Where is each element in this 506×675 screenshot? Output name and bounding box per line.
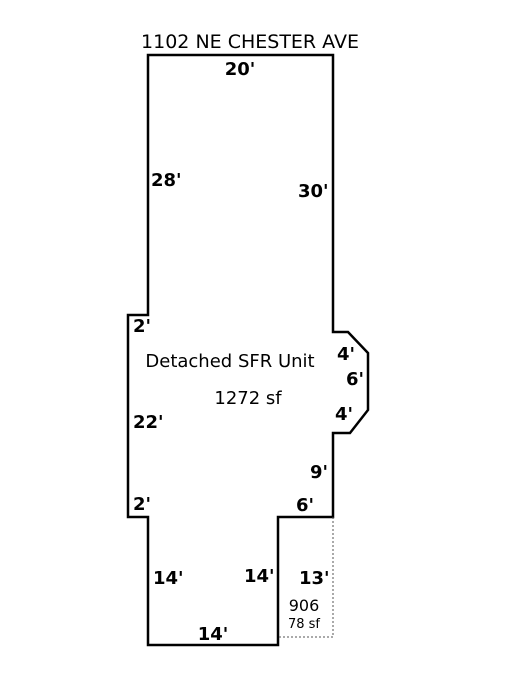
dim-bay-side: 6' (346, 369, 364, 390)
small-area-size: 78 sf (288, 617, 320, 632)
dim-left-step-top: 2' (133, 316, 151, 337)
dim-top: 20' (225, 59, 256, 80)
dim-right-upper: 30' (298, 181, 329, 202)
dim-left-upper: 28' (151, 170, 182, 191)
main-area-size: 1272 sf (214, 388, 282, 409)
main-area-label: Detached SFR Unit (145, 351, 314, 372)
dim-bottom-inner-side: 14' (244, 566, 275, 587)
small-area-outline (278, 517, 334, 638)
dim-left-step-bottom: 2' (133, 494, 151, 515)
small-area-label: 906 (289, 596, 320, 615)
dim-bay-upper: 4' (337, 344, 355, 365)
dim-bottom: 14' (198, 624, 229, 645)
dim-right-step: 6' (296, 495, 314, 516)
dim-bay-lower: 4' (335, 404, 353, 425)
dim-left-middle: 22' (133, 412, 164, 433)
dim-right-lower: 9' (310, 462, 328, 483)
address-title: 1102 NE CHESTER AVE (141, 31, 359, 53)
dim-bottom-left-side: 14' (153, 568, 184, 589)
main-building-outline (126, 53, 370, 647)
dim-small-area-side: 13' (299, 568, 330, 589)
